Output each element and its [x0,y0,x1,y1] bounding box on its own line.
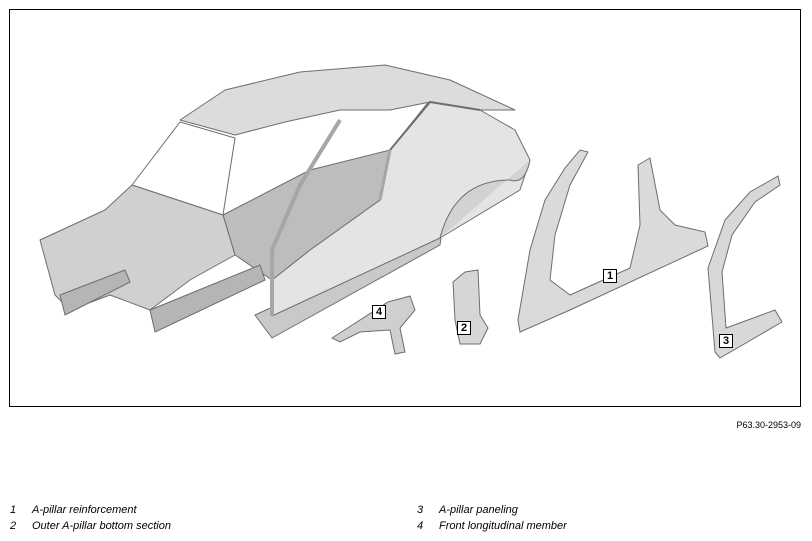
legend-number: 1 [10,504,17,516]
legend-label: A-pillar reinforcement [32,504,137,516]
legend-label: Outer A-pillar bottom section [32,520,171,532]
legend-label: Front longitudinal member [439,520,567,532]
legend-number: 4 [417,520,424,532]
legend-number: 3 [417,504,424,516]
callout-3: 3 [719,334,733,348]
legend-item: 1 A-pillar reinforcement [10,502,171,518]
legend-column-left: 1 A-pillar reinforcement 2 Outer A-pillar … [10,502,171,534]
figure-frame: 1 2 3 4 [9,9,801,407]
callout-4: 4 [372,305,386,319]
part-front-longitudinal-member [330,295,416,355]
legend-item: 4 Front longitudinal member [417,518,567,534]
callout-2: 2 [457,321,471,335]
callout-1: 1 [603,269,617,283]
part-a-pillar-reinforcement [517,149,709,333]
body-shell-illustration [39,64,783,359]
legend-number: 2 [10,520,17,532]
car-body-structure [39,64,531,339]
legend-column-right: 3 A-pillar paneling 4 Front longitudinal m… [417,502,567,534]
legend-item: 3 A-pillar paneling [417,502,567,518]
legend-item: 2 Outer A-pillar bottom section [10,518,171,534]
legend-label: A-pillar paneling [439,504,518,516]
part-a-pillar-paneling [707,175,783,359]
figure-reference-code: P63.30-2953-09 [736,420,801,430]
